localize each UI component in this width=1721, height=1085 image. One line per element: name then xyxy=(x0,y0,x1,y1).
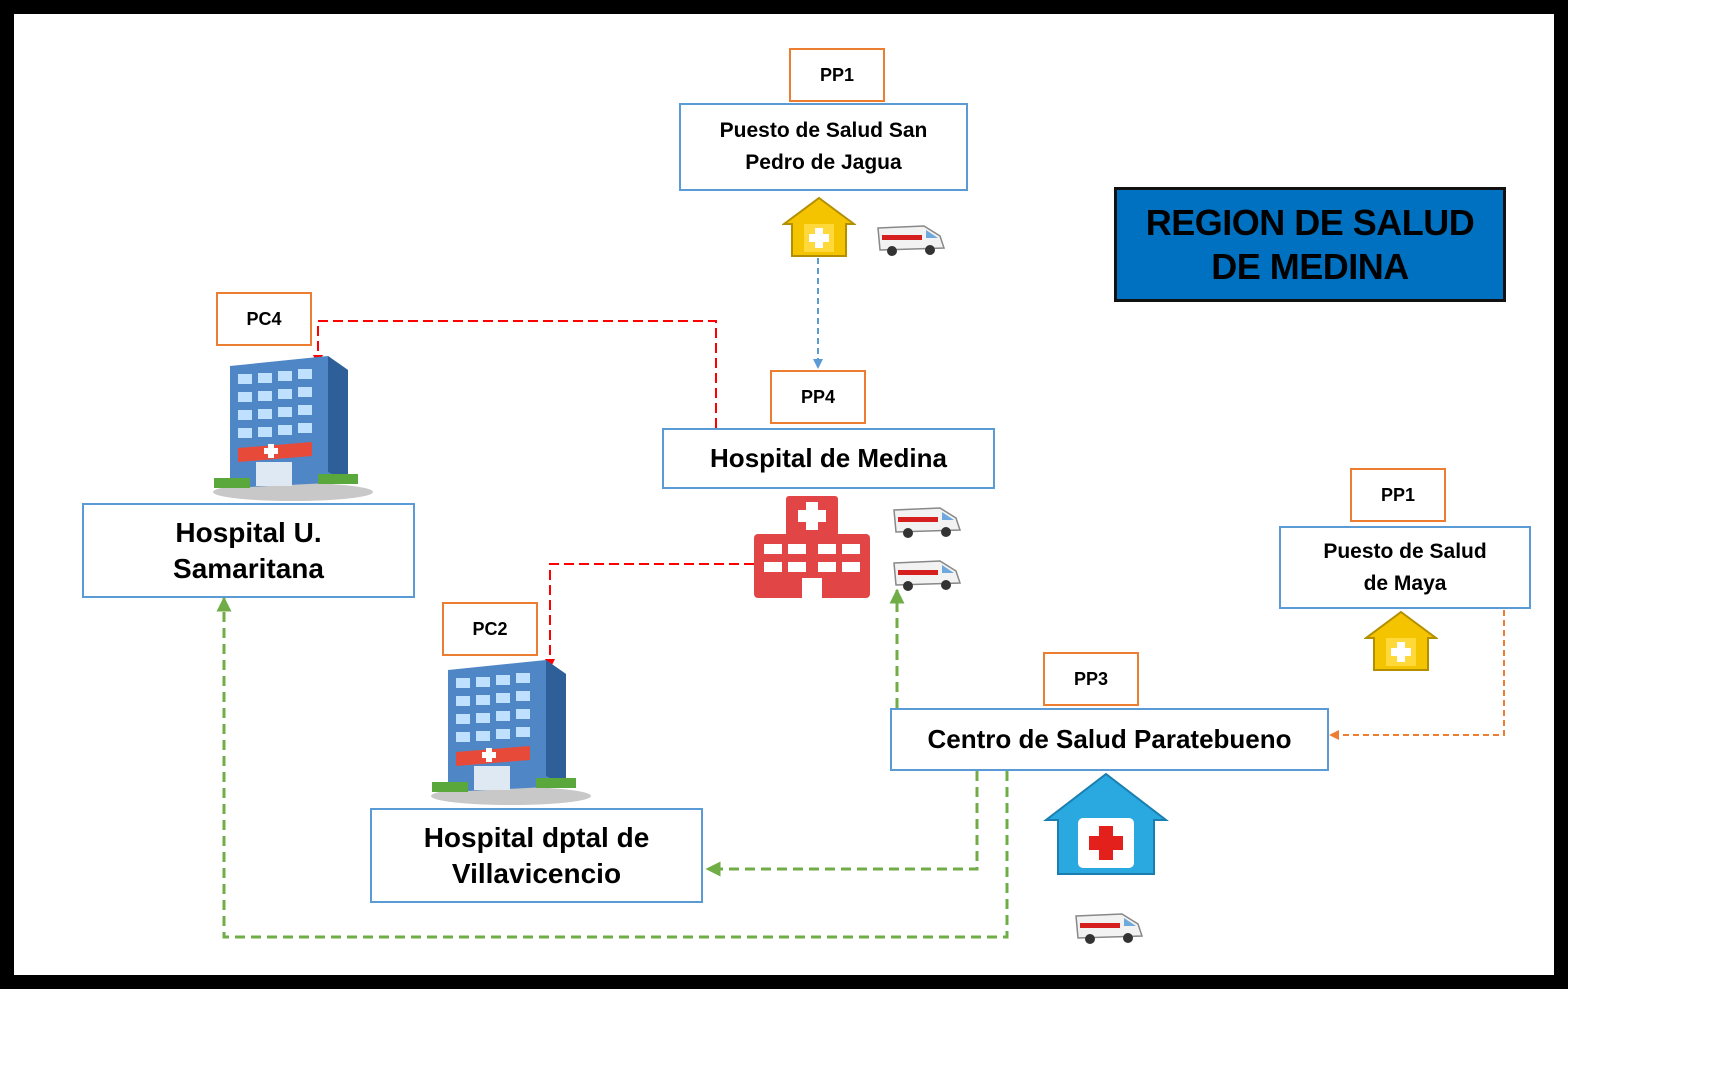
ambulance-icon xyxy=(893,507,962,538)
node-hospital-dptal-de-villavicencio: Hospital dptal de Villavicencio xyxy=(370,808,703,903)
node-label-line1: Hospital U. xyxy=(175,516,322,548)
arrow-medina-to-samaritana xyxy=(313,320,717,428)
region-title-line1: REGION DE SALUD xyxy=(1145,201,1475,243)
node-label-line2: Samaritana xyxy=(173,552,324,584)
connectors-layer xyxy=(216,258,1505,939)
hospital-building-icon xyxy=(213,356,373,501)
region-title-box: REGION DE SALUD DE MEDINA xyxy=(1114,187,1506,302)
arrow-medina-to-villavicencio xyxy=(545,563,754,669)
tag-pp3-paratebueno: PP3 xyxy=(1043,652,1139,706)
tag-pp4-medina: PP4 xyxy=(770,370,866,424)
tag-pc4-samaritana: PC4 xyxy=(216,292,312,346)
tag-pc2-villavicencio: PC2 xyxy=(442,602,538,656)
ambulance-icon xyxy=(877,225,946,256)
node-label: Centro de Salud Paratebueno xyxy=(927,724,1292,754)
node-label: Hospital de Medina xyxy=(710,443,947,473)
region-title-line2: DE MEDINA xyxy=(1211,245,1409,287)
node-hospital-u-samaritana: Hospital U. Samaritana xyxy=(82,503,415,598)
tag-pp1-maya: PP1 xyxy=(1350,468,1446,522)
blue-health-center-icon xyxy=(1043,772,1169,875)
ambulance-icon xyxy=(893,560,962,591)
node-label-line1: Hospital dptal de xyxy=(423,821,650,853)
tag-pp1-san-pedro: PP1 xyxy=(789,48,885,102)
node-centro-de-salud-paratebueno: Centro de Salud Paratebueno xyxy=(890,708,1329,771)
node-label-line2: Pedro de Jagua xyxy=(745,151,902,174)
node-label-line2: Villavicencio xyxy=(451,857,622,889)
arrow-paratebueno-to-samaritana xyxy=(216,596,1009,939)
red-hospital-icon xyxy=(754,496,870,598)
ambulance-icon xyxy=(1075,913,1144,944)
arrow-maya-to-paratebueno xyxy=(1329,610,1505,740)
node-label-line2: de Maya xyxy=(1363,571,1447,595)
node-san-pedro-de-jagua: Puesto de Salud San Pedro de Jagua xyxy=(679,103,968,191)
arrow-paratebueno-to-villavicencio xyxy=(705,771,979,877)
node-label-line1: Puesto de Salud xyxy=(1323,539,1487,563)
node-label-line1: Puesto de Salud San xyxy=(719,119,928,142)
yellow-health-post-icon xyxy=(782,196,856,257)
yellow-health-post-icon xyxy=(1364,610,1438,671)
node-hospital-de-medina: Hospital de Medina xyxy=(662,428,995,489)
node-puesto-de-salud-de-maya: Puesto de Salud de Maya xyxy=(1279,526,1531,609)
hospital-building-icon xyxy=(431,660,591,805)
